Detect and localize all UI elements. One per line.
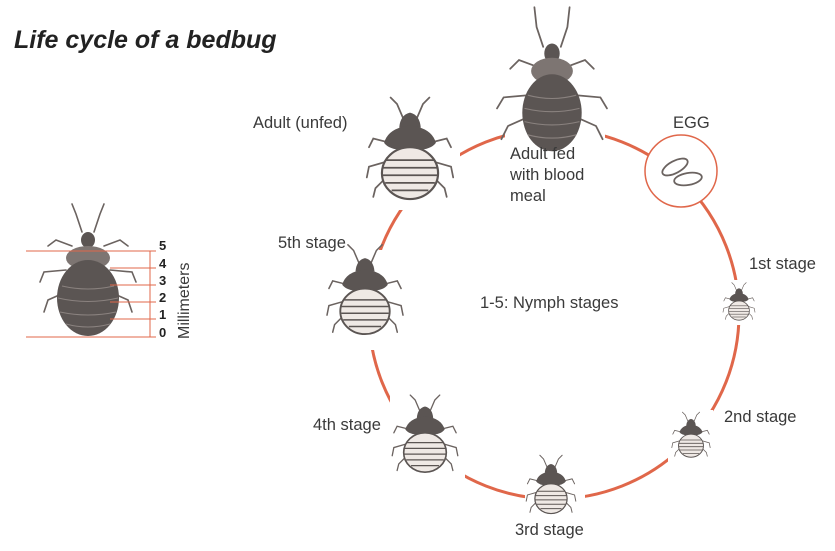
label-stage-3: 3rd stage bbox=[515, 521, 584, 539]
label-adult-unfed: Adult (unfed) bbox=[253, 114, 348, 132]
label-adult-fed-line1: Adult fed bbox=[510, 145, 576, 163]
tick-2: 2 bbox=[159, 290, 167, 305]
tick-1: 1 bbox=[159, 307, 167, 322]
label-stage-2: 2nd stage bbox=[724, 408, 797, 426]
label-adult-fed-line3: meal bbox=[510, 187, 546, 205]
label-adult-fed: Adult fed with blood meal bbox=[510, 144, 584, 207]
label-stage-1: 1st stage bbox=[749, 255, 816, 273]
label-egg: EGG bbox=[673, 114, 710, 132]
tick-4: 4 bbox=[159, 256, 167, 271]
ruler-bedbug-icon bbox=[39, 203, 137, 336]
tick-5: 5 bbox=[159, 238, 167, 253]
scale-unit-label: Millimeters bbox=[176, 262, 193, 339]
page-title: Life cycle of a bedbug bbox=[14, 26, 277, 54]
label-stage-4: 4th stage bbox=[313, 416, 381, 434]
egg-icon bbox=[644, 134, 718, 208]
tick-3: 3 bbox=[159, 273, 167, 288]
label-stage-5: 5th stage bbox=[278, 234, 346, 252]
scale-lines bbox=[26, 250, 156, 338]
label-adult-fed-line2: with blood bbox=[510, 166, 585, 184]
tick-0: 0 bbox=[159, 325, 167, 340]
label-nymph-stages: 1-5: Nymph stages bbox=[480, 294, 619, 312]
